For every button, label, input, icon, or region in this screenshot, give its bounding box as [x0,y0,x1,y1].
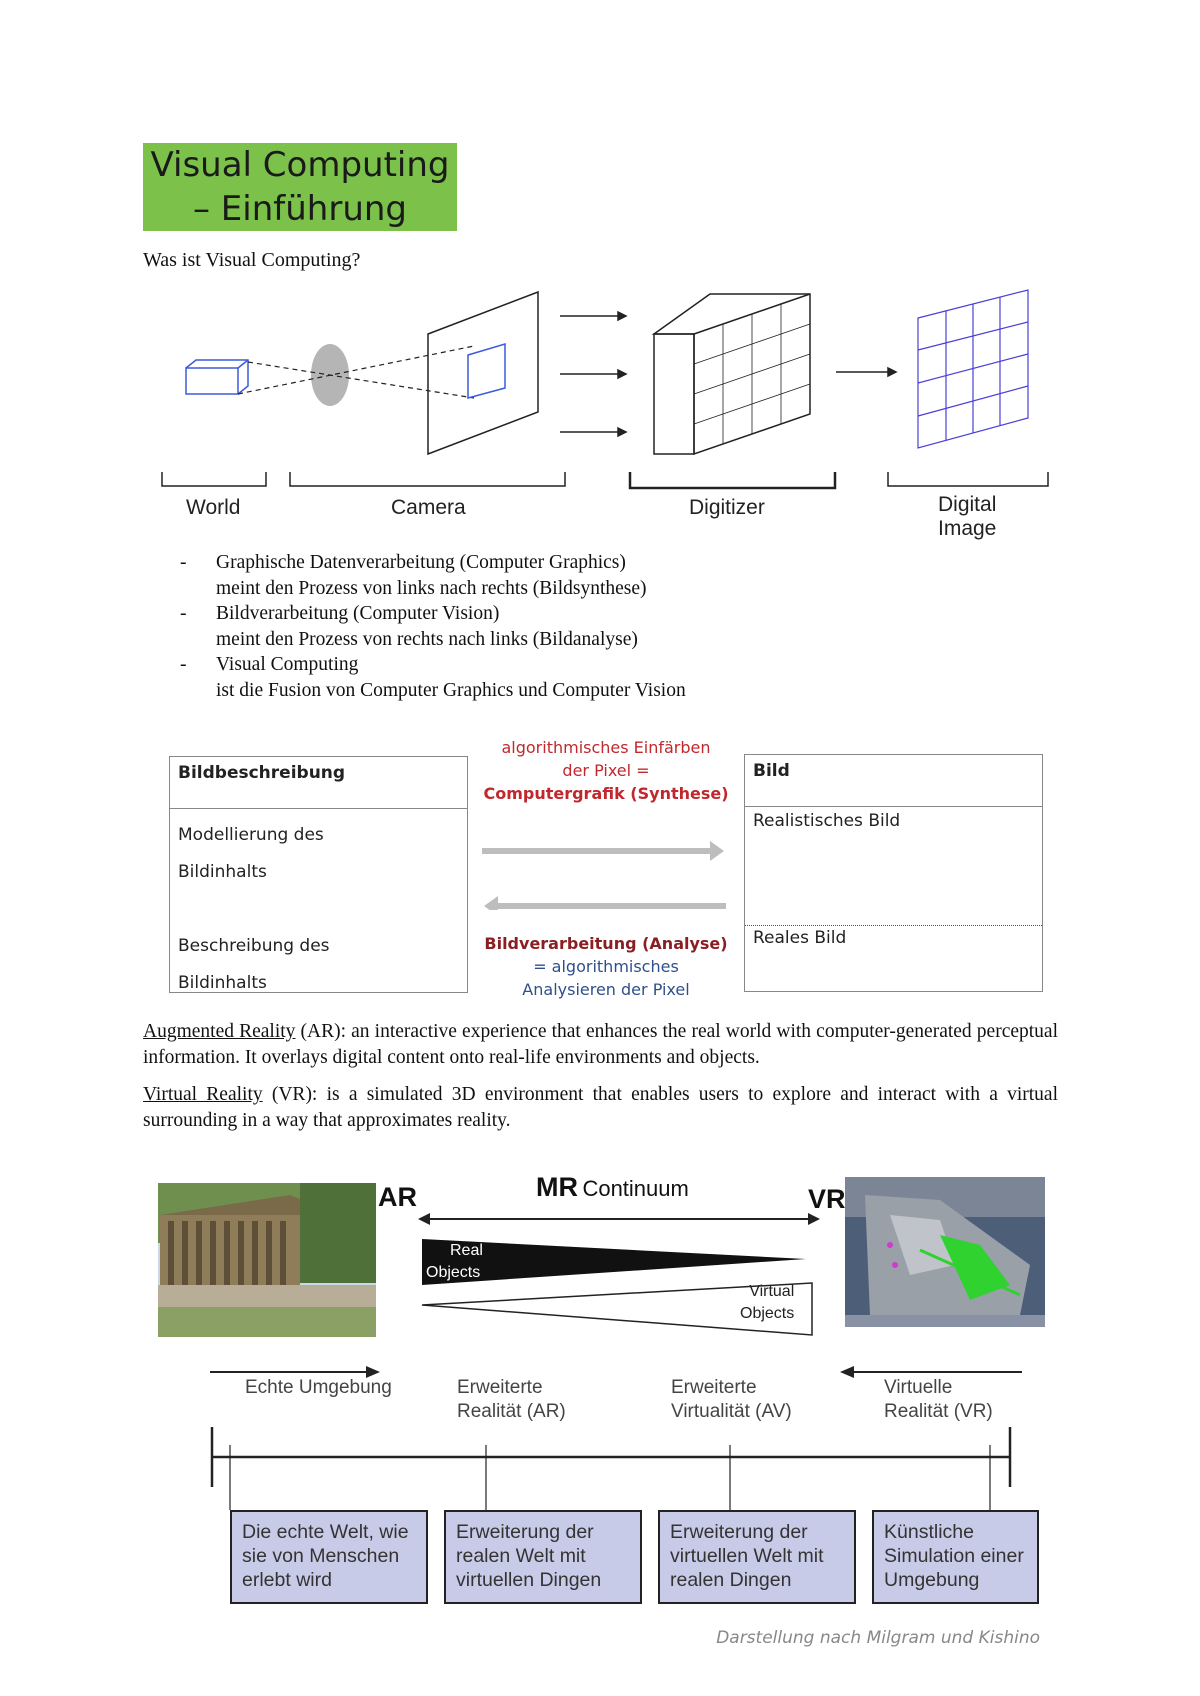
vr-label: VR [808,1184,846,1215]
ar-label: AR [378,1182,417,1213]
definition-list: -Graphische Datenverarbeitung (Computer … [180,550,686,703]
label-world: World [186,496,240,520]
image-box: Bild Realistisches Bild Reales Bild [744,754,1043,992]
projected-image-icon [468,344,505,398]
label-camera: Camera [391,496,466,520]
mr-continuum-title: MR Continuum [536,1172,689,1203]
list-item: -Bildverarbeitung (Computer Vision)meint… [180,601,686,652]
stage-brackets [162,472,1048,488]
light-rays [238,346,474,398]
list-item: -Graphische Datenverarbeitung (Computer … [180,550,686,601]
stage-label: Echte Umgebung [245,1376,392,1400]
title-line-2: – Einführung [143,187,457,231]
box-heading: Bildbeschreibung [170,757,467,809]
synthesis-label: algorithmisches Einfärben der Pixel = Co… [472,736,740,805]
world-box-icon [186,360,248,394]
temple-photo [158,1183,376,1337]
intro-question: Was ist Visual Computing? [143,249,360,272]
page-title: Visual Computing – Einführung [143,143,457,231]
box-heading: Bild [745,755,1042,807]
title-line-1: Visual Computing [143,143,457,187]
digital-image-grid [918,290,1028,448]
digitizer-icon [654,294,810,454]
flow-arrows [470,830,740,910]
label-digitizer: Digitizer [689,496,765,520]
imaging-pipeline-diagram [0,270,1200,550]
analysis-label: Bildverarbeitung (Analyse) = algorithmis… [472,932,740,1001]
car-door-vr-photo [845,1177,1045,1327]
figure-credit: Darstellung nach Milgram und Kishino [716,1628,1040,1648]
image-plane [428,292,538,454]
pipeline-arrows [560,312,896,436]
vr-definition: Virtual Reality (VR): is a simulated 3D … [143,1082,1058,1134]
ar-definition: Augmented Reality (AR): an interactive e… [143,1019,1058,1071]
